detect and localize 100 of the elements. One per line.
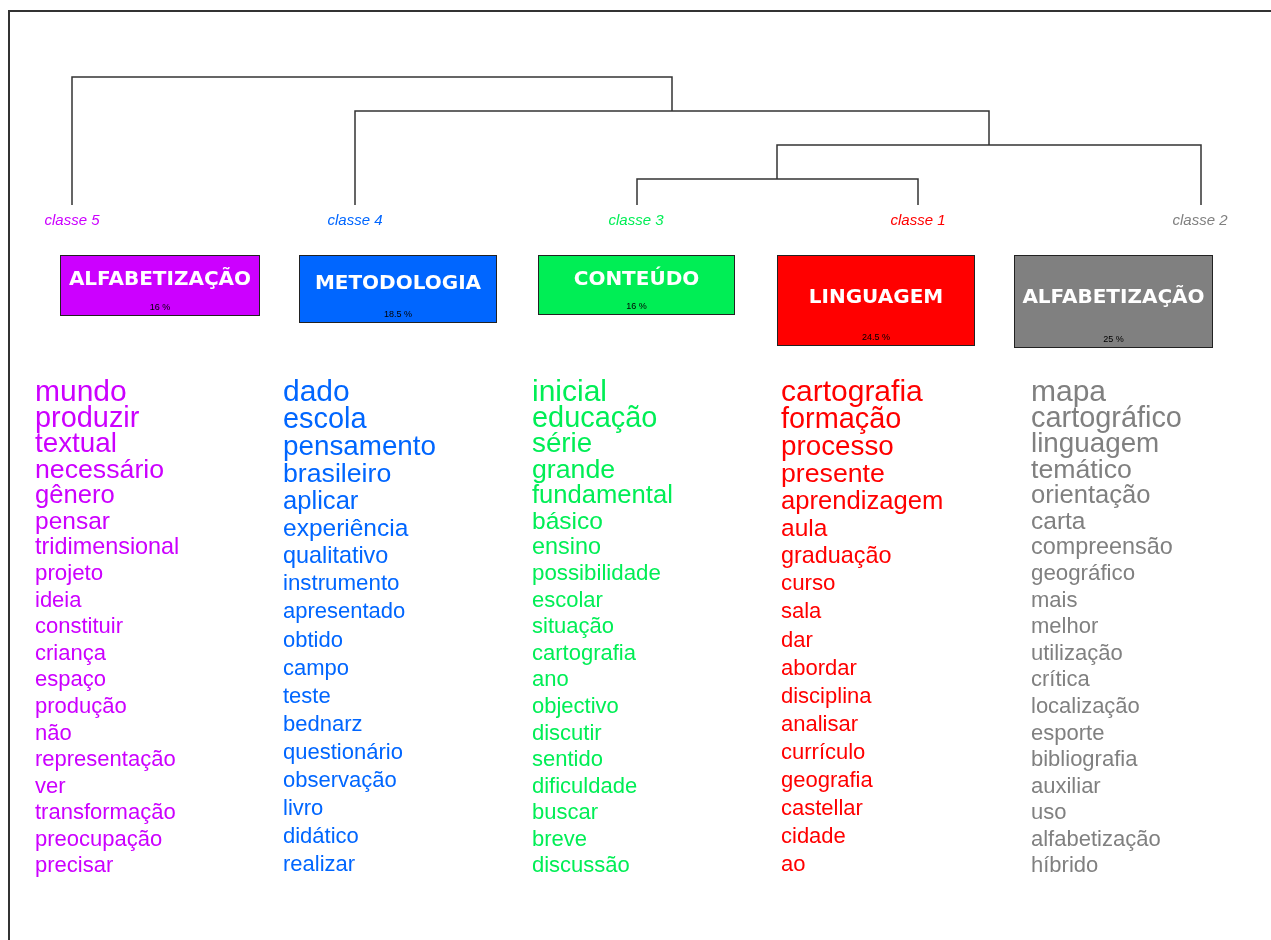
- keyword-text: transformação: [35, 801, 176, 824]
- keyword-text: abordar: [781, 656, 857, 679]
- keyword-text: esporte: [1031, 721, 1105, 744]
- keyword-text: geografia: [781, 768, 873, 791]
- keyword-text: mapa: [1031, 376, 1107, 406]
- keyword-text: dificuldade: [532, 774, 638, 797]
- keyword-text: aplicar: [283, 488, 359, 514]
- keyword-text: escola: [283, 404, 367, 433]
- keyword-text: experiência: [283, 516, 409, 541]
- keyword-text: espaço: [35, 668, 106, 691]
- keyword-text: ensino: [532, 535, 601, 559]
- keyword-text: objectivo: [532, 694, 619, 717]
- class-label: classe 1: [890, 211, 946, 228]
- keyword-text: bibliografia: [1031, 748, 1138, 771]
- keyword-text: discussão: [532, 854, 630, 877]
- keyword-text: disciplina: [781, 684, 872, 707]
- keyword-text: didático: [283, 824, 359, 847]
- class-box: [299, 255, 497, 323]
- class-title: LINGUAGEM: [807, 284, 945, 308]
- keyword-text: graduação: [781, 544, 892, 568]
- keyword-text: produção: [35, 694, 127, 717]
- keyword-text: cidade: [781, 824, 846, 847]
- keyword-text: sentido: [532, 748, 603, 771]
- keyword-text: alfabetização: [1031, 827, 1161, 850]
- keyword-text: apresentado: [283, 600, 406, 623]
- keyword-text: carta: [1031, 508, 1086, 534]
- keyword-text: sala: [781, 600, 822, 623]
- percentage-text: 24.5 %: [861, 332, 891, 342]
- keyword-text: qualitativo: [283, 544, 389, 568]
- keyword-text: utilização: [1031, 641, 1123, 664]
- keyword-text: presente: [781, 460, 885, 487]
- class-label: classe 4: [327, 211, 383, 228]
- keyword-text: observação: [283, 768, 397, 791]
- keyword-text: melhor: [1031, 615, 1099, 638]
- keyword-text: possibilidade: [532, 562, 661, 585]
- keyword-text: questionário: [283, 740, 403, 763]
- keyword-text: discutir: [532, 721, 602, 744]
- keyword-text: livro: [283, 796, 324, 819]
- keyword-text: realizar: [283, 852, 356, 875]
- keyword-text: básico: [532, 508, 603, 534]
- keyword-text: currículo: [781, 740, 866, 763]
- keyword-text: grande: [532, 455, 616, 483]
- keyword-text: buscar: [532, 801, 599, 824]
- keyword-text: compreensão: [1031, 535, 1173, 559]
- keyword-text: pensamento: [283, 432, 436, 460]
- class-box: [1014, 255, 1213, 348]
- percentage-text: 16 %: [625, 301, 648, 311]
- class-box: [60, 255, 260, 316]
- class-title: CONTEÚDO: [572, 266, 701, 290]
- keyword-text: auxiliar: [1031, 774, 1101, 797]
- keyword-text: situação: [532, 615, 614, 638]
- keyword-text: série: [532, 429, 593, 457]
- keyword-text: campo: [283, 656, 350, 679]
- class-title: METODOLOGIA: [313, 270, 483, 294]
- keyword-text: ideia: [35, 588, 82, 611]
- keyword-text: cartografia: [532, 641, 636, 664]
- keyword-text: ver: [35, 774, 66, 797]
- percentage-text: 18.5 %: [383, 309, 413, 319]
- keyword-text: aula: [781, 516, 828, 541]
- keyword-text: dado: [283, 376, 350, 406]
- keyword-text: não: [35, 721, 72, 744]
- keyword-text: dar: [781, 628, 813, 651]
- keyword-text: ano: [532, 668, 569, 691]
- keyword-text: representação: [35, 748, 176, 771]
- keyword-text: tridimensional: [35, 535, 180, 559]
- keyword-text: gênero: [35, 482, 115, 508]
- keyword-text: aprendizagem: [781, 488, 944, 514]
- keyword-text: bednarz: [283, 712, 363, 735]
- class-label: classe 3: [608, 211, 664, 228]
- keyword-text: obtido: [283, 628, 343, 651]
- class-label: classe 5: [44, 211, 100, 228]
- keyword-text: escolar: [532, 588, 603, 611]
- keyword-text: criança: [35, 641, 106, 664]
- keyword-text: crítica: [1031, 668, 1090, 691]
- keyword-text: ao: [781, 852, 806, 875]
- keyword-text: projeto: [35, 562, 104, 585]
- keyword-text: breve: [532, 827, 588, 850]
- keyword-text: mais: [1031, 588, 1078, 611]
- keyword-text: geográfico: [1031, 562, 1136, 585]
- class-box: [538, 255, 735, 315]
- keyword-text: uso: [1031, 801, 1067, 824]
- keyword-text: pensar: [35, 508, 110, 534]
- keyword-text: localização: [1031, 694, 1140, 717]
- keyword-text: orientação: [1031, 482, 1151, 508]
- keyword-text: curso: [781, 572, 836, 595]
- keyword-text: necessário: [35, 455, 165, 483]
- percentage-text: 25 %: [1102, 334, 1125, 344]
- class-box: [777, 255, 975, 346]
- percentage-text: 16 %: [148, 302, 172, 312]
- class-title: ALFABETIZAÇÃO: [1021, 284, 1206, 308]
- keyword-text: constituir: [35, 615, 124, 638]
- keyword-text: híbrido: [1031, 854, 1099, 877]
- keyword-text: fundamental: [532, 482, 673, 508]
- keyword-text: instrumento: [283, 572, 400, 595]
- keyword-text: brasileiro: [283, 460, 392, 487]
- keyword-text: analisar: [781, 712, 859, 735]
- keyword-text: precisar: [35, 854, 114, 877]
- keyword-text: cartografia: [781, 376, 923, 406]
- keyword-text: teste: [283, 684, 331, 707]
- class-title: ALFABETIZAÇÃO: [67, 266, 253, 290]
